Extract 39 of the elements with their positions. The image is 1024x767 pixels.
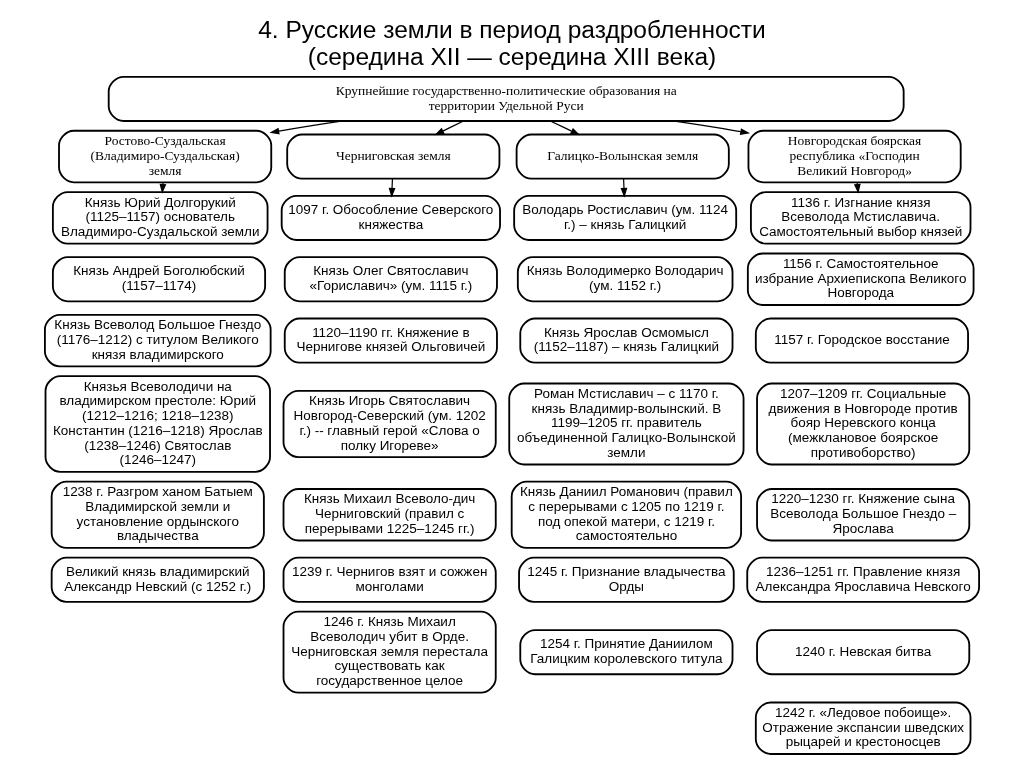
node-box: Князь Ярослав Осмомысл (1152–1187) – князь Галицкий [519, 317, 734, 364]
node-box: Володарь Ростиславич (ум. 1124 г.) – князь Галицкий [513, 194, 738, 241]
node-box: Черниговская земля [286, 133, 501, 180]
node-box: 1156 г. Самостоятельное избрание Архиепископа Великого Новгорода [746, 252, 975, 306]
node-box: Роман Мстиславич – с 1170 г. князь Владимир-волынский. В 1199–1205 гг. правитель объединенной Галицко-Волынской земли [508, 382, 745, 466]
arrow [434, 120, 465, 136]
node-box: Князь Даниил Романович (правил с перерывами с 1205 по 1219 г. под опекой матери, с 1219 г. самостоятельно [510, 480, 742, 549]
node-box: Князь Всеволод Большое Гнездо (1176–1212) с титулом Великого князя владимирского [44, 313, 272, 368]
node-box: 1242 г. «Ледовое побоище». Отражение экспансии шведских рыцарей и крестоносцев [754, 701, 972, 755]
node-box: 1157 г. Городское восстание [754, 317, 969, 364]
node-box: 1239 г. Чернигов взят и сожжен монголами [282, 556, 497, 603]
node-box: Крупнейшие государственно-политические образования на территории Удельной Руси [107, 75, 905, 122]
arrow [388, 178, 396, 198]
node-box: 1245 г. Признание владычества Орды [518, 556, 735, 603]
node-box: 1240 г. Невская битва [756, 629, 971, 676]
node-box: 1254 г. Принятие Даниилом Галицким королевского титула [519, 629, 734, 676]
node-box: Князь Андрей Боголюбский (1157–1174) [51, 256, 267, 303]
arrow [159, 181, 167, 194]
node-box: 1246 г. Князь Михаил Всеволодич убит в Орде. Черниговская земля перестала существовать как государственное целое [282, 610, 497, 694]
node-box: 1220–1230 гг. Княжение сына Всеволода Большое Гнездо – Ярослава [756, 488, 971, 542]
node-box: 1236–1251 гг. Правление князя Александра Ярославича Невского [746, 556, 980, 603]
node-box: Князья Всеволодичи на владимирском престоле: Юрий (1212–1216; 1218–1238) Константин (1216–1218) Ярослав (1238–1246) Святослав (1246–1247) [44, 375, 271, 473]
node-box: Князь Игорь Святославич Новгород-Северский (ум. 1202 г.) -- главный герой «Слова о полку Игореве» [282, 389, 497, 459]
node-box: Великий князь владимирский Александр Невский (с 1252 г.) [50, 556, 265, 603]
node-box: 1120–1190 гг. Княжение в Чернигове князей Ольговичей [283, 317, 498, 364]
node-box: 1238 г. Разгром ханом Батыем Владимирской земли и установление ордынского владычества [50, 480, 265, 549]
arrow [853, 181, 861, 194]
node-box: Галицко-Волынская земля [515, 133, 730, 180]
arrow [549, 120, 581, 136]
arrow [269, 120, 342, 135]
diagram-title: 4. Русские земли в период раздробленности (середина XII — середина XIII века) [258, 15, 766, 70]
node-box: 1136 г. Изгнание князя Всеволода Мстиславича. Самостоятельный выбор князей [750, 191, 972, 245]
node-box: Князь Михаил Всеволо-дич Черниговский (правил с перерывами 1225–1245 гг.) [282, 488, 497, 542]
node-box: 1097 г. Обособление Северского княжества [280, 194, 501, 241]
node-box: Князь Володимерко Володарич (ум. 1152 г.) [516, 256, 734, 303]
arrow [620, 178, 628, 198]
node-box: 1207–1209 гг. Социальные движения в Новгороде против бояр Неревского конца (межклановое боярское противоборство) [756, 382, 971, 466]
node-box: Князь Юрий Долгорукий (1125–1157) основатель Владимиро-Суздальской земли [51, 191, 269, 245]
node-box: Князь Олег Святославич «Гориславич» (ум. 1115 г.) [283, 256, 498, 303]
